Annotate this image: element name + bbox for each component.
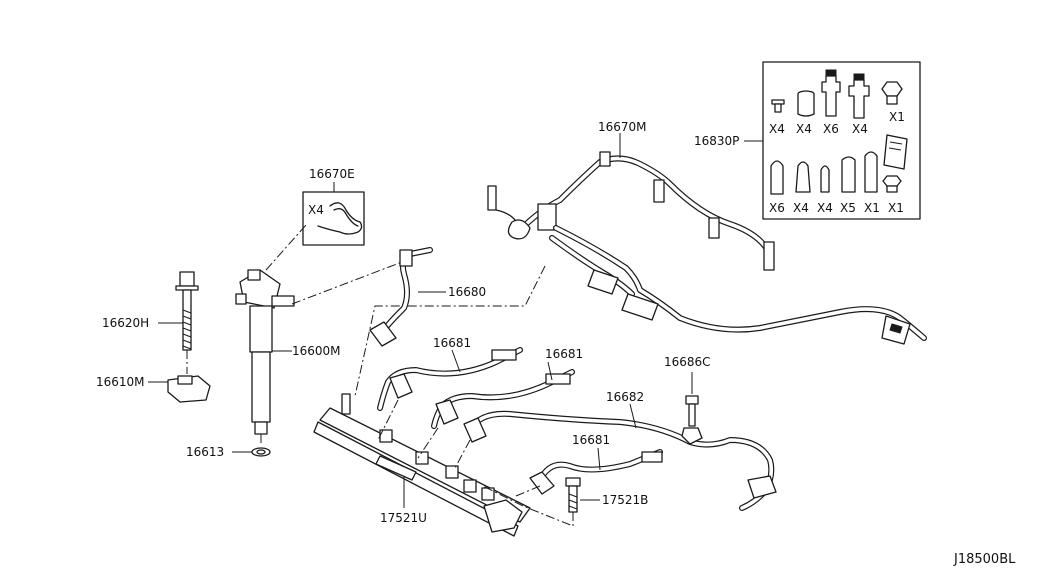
kit-cap-icon: [882, 175, 902, 193]
kit-qty-9: X5: [840, 201, 856, 215]
label-16670E: 16670E: [309, 167, 355, 181]
clip-qty: X4: [308, 203, 324, 217]
bolt-17521B: [565, 477, 581, 513]
kit-nut-icon: [881, 81, 903, 105]
kit-sleeve2-icon: [864, 151, 878, 193]
label-16670M: 16670M: [598, 120, 647, 134]
injection-tube-16680: [369, 247, 433, 347]
kit-qty-3: X6: [823, 122, 839, 136]
kit-qty-8: X4: [817, 201, 833, 215]
kit-sleeve-icon: [841, 156, 856, 193]
kit-qty-4: X4: [852, 122, 868, 136]
clamp-16610M: [167, 375, 211, 403]
label-16610M: 16610M: [96, 375, 145, 389]
diagram-reference-code: J18500BL: [953, 552, 1016, 567]
injection-tube-16681-c: [529, 449, 663, 495]
label-16681-a: 16681: [433, 336, 471, 350]
label-16620H: 16620H: [102, 316, 149, 330]
kit-qty-11: X1: [888, 201, 904, 215]
washer-16613: [251, 447, 271, 457]
kit-pin-icon: [820, 165, 830, 193]
label-16682: 16682: [606, 390, 644, 404]
label-16681-c: 16681: [572, 433, 610, 447]
kit-plug-icon: [797, 90, 815, 117]
kit-valve-icon: [821, 69, 841, 117]
fuel-rail-17521U: [313, 393, 531, 537]
kit-qty-7: X4: [793, 201, 809, 215]
label-17521B: 17521B: [602, 493, 648, 507]
kit-manual-icon: [883, 134, 908, 170]
kit-qty-2: X4: [796, 122, 812, 136]
kit-qty-1: X4: [769, 122, 785, 136]
leak-off-hose: [487, 151, 775, 271]
label-16613: 16613: [186, 445, 224, 459]
injector-16600M: [235, 269, 295, 435]
kit-qty-6: X6: [769, 201, 785, 215]
clip-icon: [317, 202, 363, 235]
label-16681-b: 16681: [545, 347, 583, 361]
clip-box: X4: [302, 191, 365, 246]
bolt-16620H: [175, 271, 199, 351]
label-16686C: 16686C: [664, 355, 711, 369]
kit-qty-5: X1: [889, 110, 905, 124]
label-16600M: 16600M: [292, 344, 341, 358]
repair-kit-box: X4 X4 X6 X4 X1 X6 X4 X4: [762, 61, 921, 220]
kit-valve2-icon: [848, 73, 870, 119]
label-16680: 16680: [448, 285, 486, 299]
kit-seal2-icon: [795, 161, 811, 193]
label-16830P: 16830P: [694, 134, 739, 148]
kit-screw-icon: [771, 99, 785, 113]
injection-tube-16681-b: [431, 369, 575, 429]
injection-tube-16681-a: [377, 347, 523, 411]
bolt-16686C: [681, 395, 703, 445]
label-17521U: 17521U: [380, 511, 427, 525]
kit-seal-icon: [770, 160, 784, 195]
injection-tube-16682: [463, 410, 777, 511]
kit-qty-10: X1: [864, 201, 880, 215]
return-hose: [549, 225, 927, 345]
